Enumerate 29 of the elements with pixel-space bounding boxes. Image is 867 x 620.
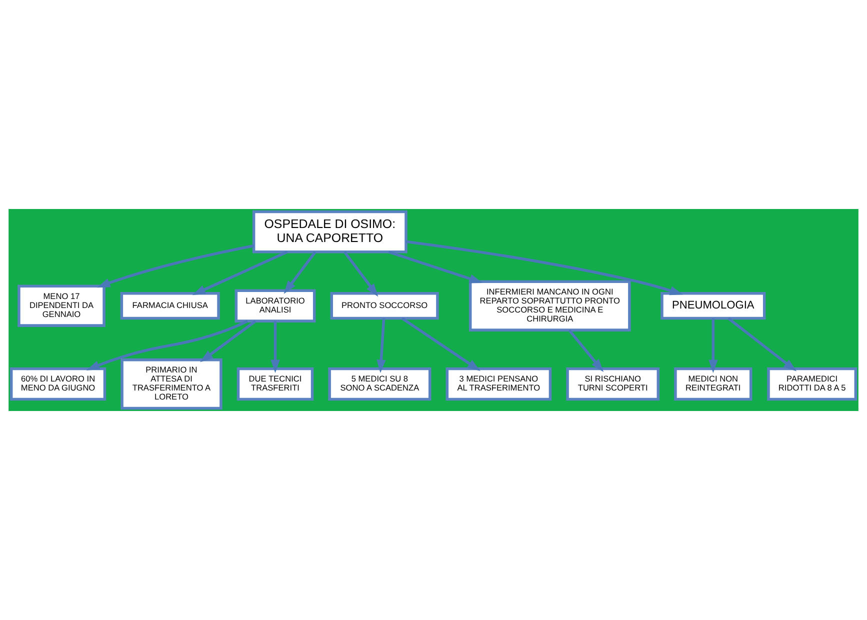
arrow [270,321,280,373]
node-box: MEDICI NON REINTEGRATI [674,367,752,401]
arrow [96,244,254,288]
node-box: LABORATORIO ANALISI [234,289,316,322]
arrow [568,329,604,372]
node-box: PRIMARIO IN ATTESA DI TRASFERIMENTO A LORETO [120,358,222,410]
node-box: 60% DI LAVORO IN MENO DA GIUGNO [10,367,106,401]
arrow [200,320,256,362]
arrow [192,250,288,296]
node-box: MENO 17 DIPENDENTI DA GENNAIO [18,284,106,327]
node-box: INFERMIERI MANCANO IN OGNI REPARTO SOPRATTUTTO PRONTO SOCCORSO E MEDICINA E CHIRURGIA [468,280,631,332]
arrow [284,251,316,294]
arrow [86,320,248,370]
arrow [728,317,797,372]
arrow [708,318,718,373]
node-box: PNEUMOLOGIA [660,292,766,320]
arrow [401,317,480,372]
node-box: 5 MEDICI SU 8 SONO A SCADENZA [328,367,432,401]
node-box: DUE TECNICI TRASFERITI [236,367,314,401]
arrow [376,318,386,373]
node-box: SI RISCHIANO TURNI SCOPERTI [566,367,660,401]
node-box: PARAMEDICI RIDOTTI DA 8 A 5 [767,367,858,401]
node-box: 3 MEDICI PENSANO AL TRASFERIMENTO [446,367,552,401]
node-box: FARMACIA CHIUSA [120,292,220,320]
arrow [343,251,378,297]
arrow [406,240,684,296]
arrow [388,250,483,284]
node-box: PRONTO SOCCORSO [330,292,439,320]
node-box: OSPEDALE DI OSIMO: UNA CAPORETTO [252,210,408,254]
